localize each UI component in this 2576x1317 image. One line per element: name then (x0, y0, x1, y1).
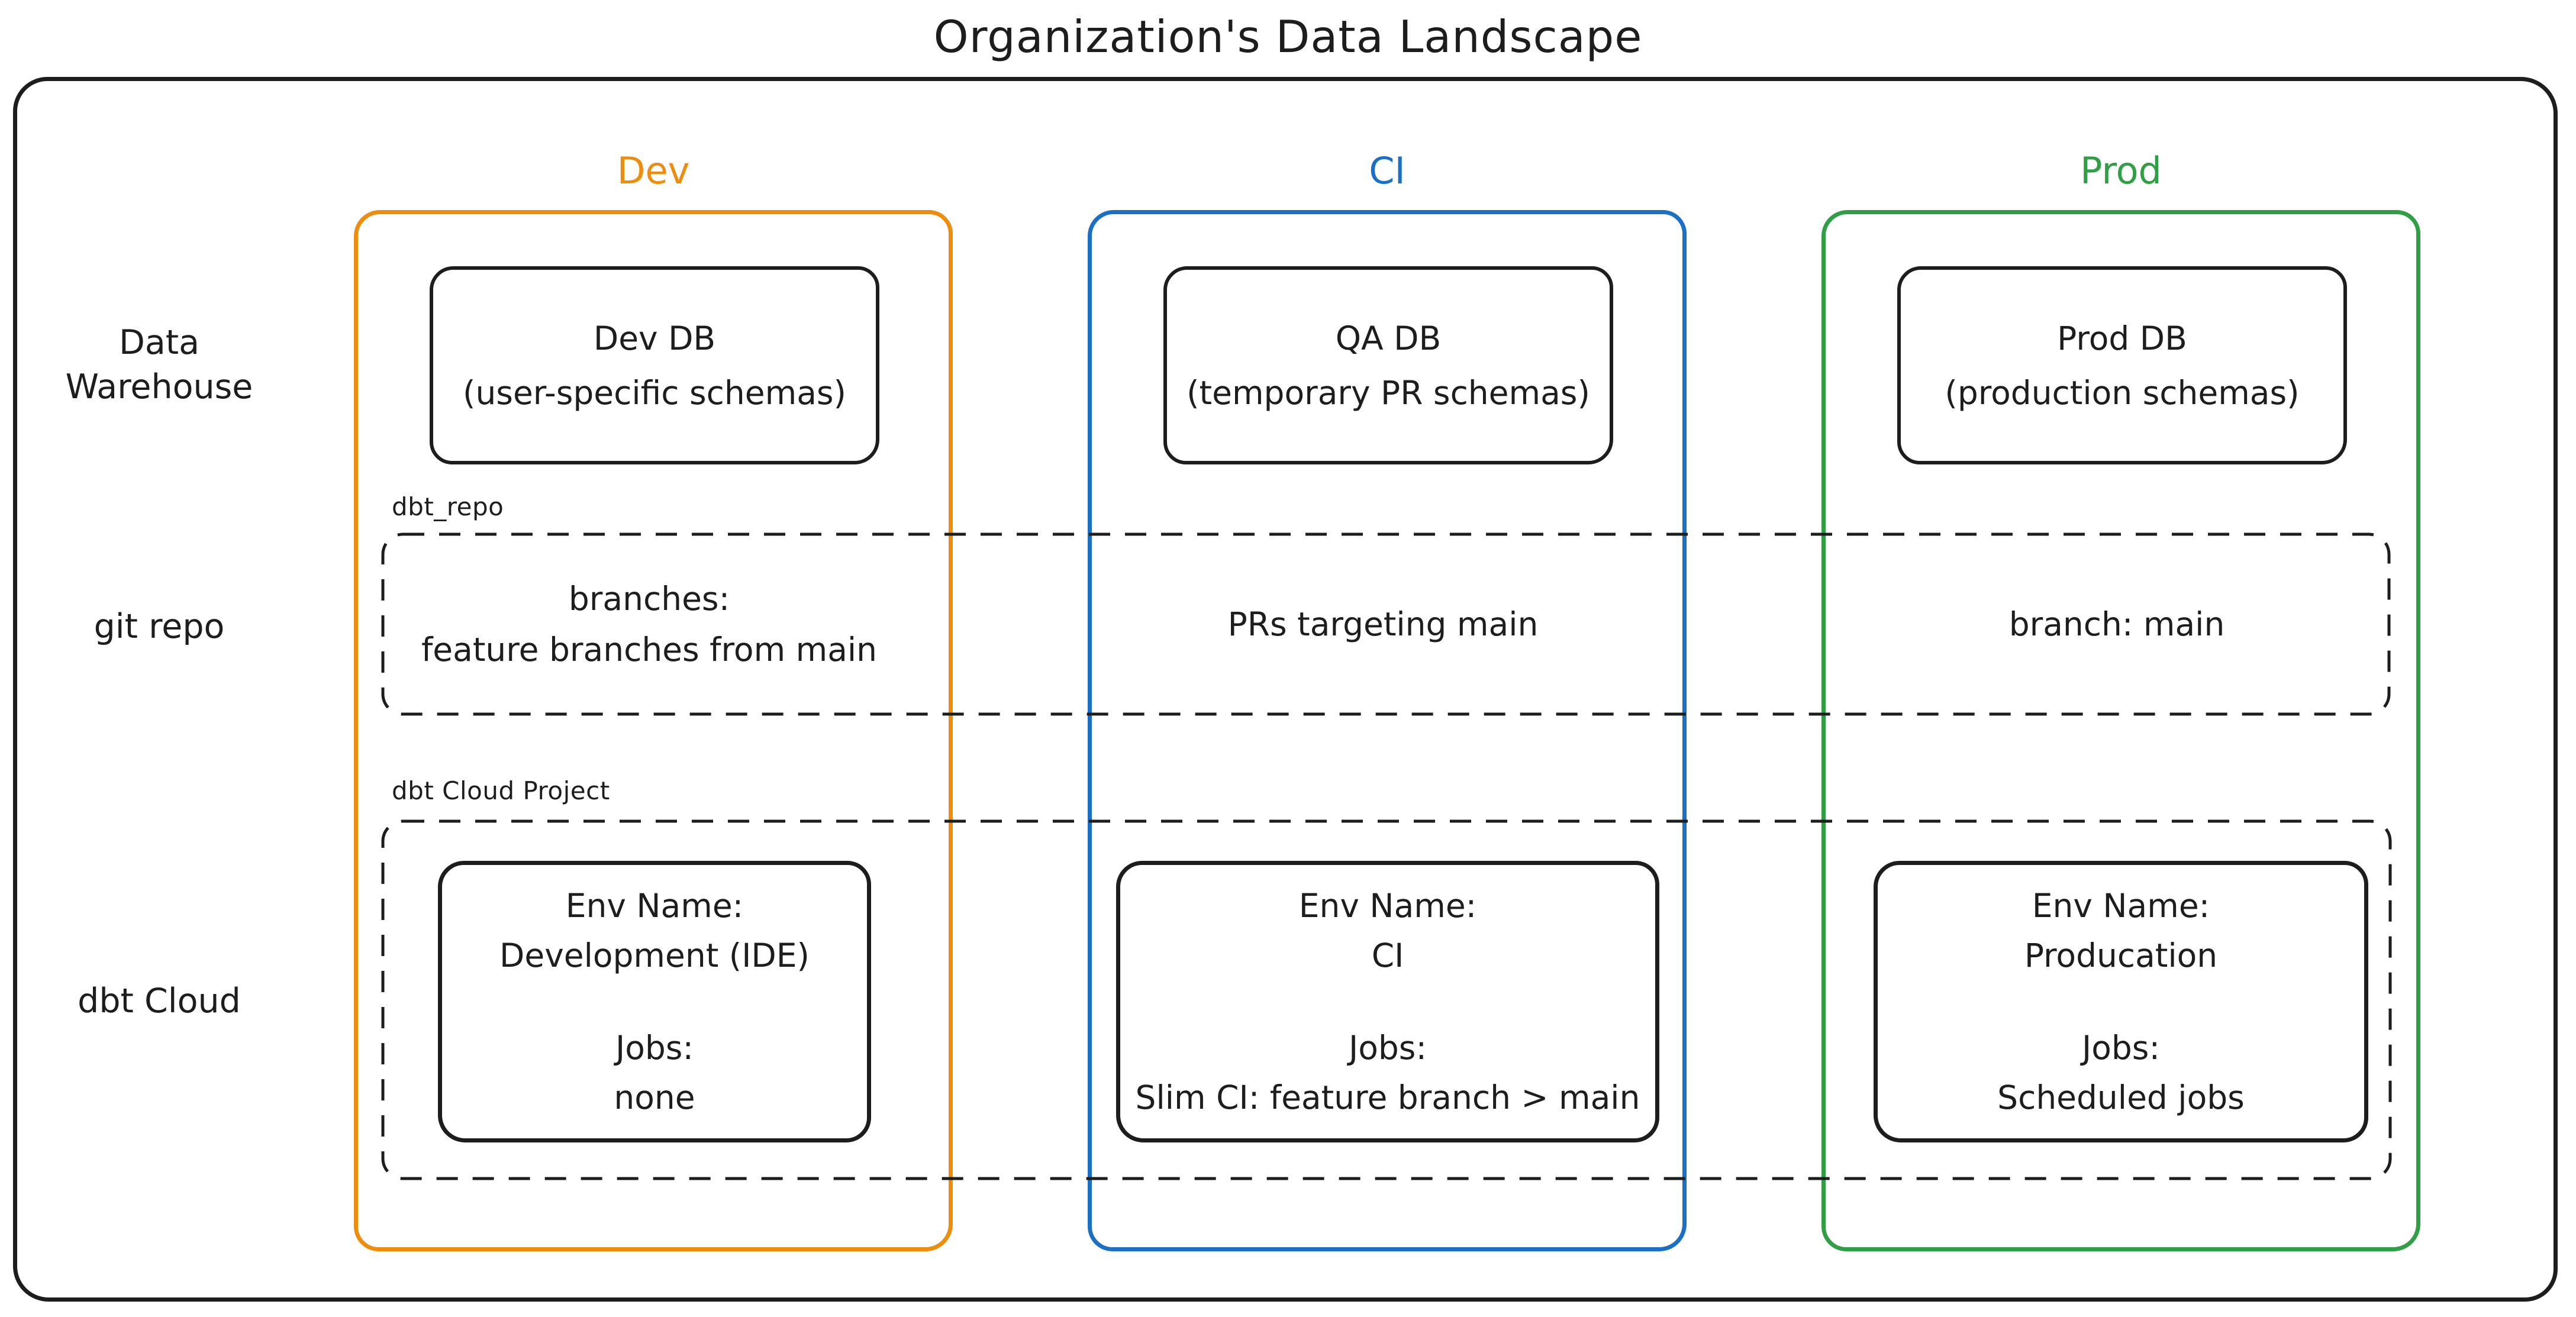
db-box-dev-name: Dev DB (593, 319, 716, 357)
env-box-prod-name-group: Env Name: Producation (2024, 887, 2217, 974)
env-box-dev-jobs-value: none (614, 1079, 695, 1116)
git-band-label: dbt_repo (392, 492, 504, 521)
env-box-dev-jobs-label: Jobs: (615, 1029, 694, 1067)
db-box-prod: Prod DB (production schemas) (1897, 266, 2347, 464)
column-box-dev (354, 210, 953, 1251)
diagram-title: Organization's Data Landscape (933, 11, 1643, 63)
git-cell-ci-line1: PRs targeting main (1227, 605, 1539, 643)
row-label-dbt-cloud: dbt Cloud (78, 982, 241, 1021)
env-box-dev-env-label: Env Name: (565, 887, 744, 925)
db-box-qa-subtitle: (temporary PR schemas) (1187, 373, 1590, 412)
row-label-git-repo: git repo (94, 607, 225, 646)
row-label-data-warehouse: Data Warehouse (26, 321, 292, 409)
env-box-dev: Env Name: Development (IDE) Jobs: none (438, 861, 871, 1142)
cloud-band-border (381, 819, 2392, 1180)
db-box-qa: QA DB (temporary PR schemas) (1163, 266, 1613, 464)
git-cell-dev-line1: branches: (568, 580, 730, 618)
env-box-ci: Env Name: CI Jobs: Slim CI: feature bran… (1116, 861, 1659, 1142)
env-box-prod: Env Name: Producation Jobs: Scheduled jo… (1874, 861, 2368, 1142)
env-box-dev-env-name: Development (IDE) (499, 937, 810, 974)
db-box-dev-subtitle: (user-specific schemas) (462, 373, 847, 412)
cloud-band-label: dbt Cloud Project (392, 776, 610, 805)
env-box-prod-jobs-value: Scheduled jobs (1997, 1079, 2245, 1116)
column-header-ci: CI (1369, 149, 1405, 192)
env-box-prod-env-name: Producation (2024, 937, 2218, 974)
column-box-prod (1821, 210, 2420, 1251)
db-box-qa-name: QA DB (1335, 319, 1442, 357)
env-box-dev-name-group: Env Name: Development (IDE) (499, 887, 810, 974)
env-box-ci-jobs-label: Jobs: (1349, 1029, 1427, 1067)
env-box-prod-jobs-label: Jobs: (2082, 1029, 2160, 1067)
git-cell-dev-line2: feature branches from main (421, 631, 878, 669)
db-box-dev: Dev DB (user-specific schemas) (430, 266, 879, 464)
env-box-ci-jobs-value: Slim CI: feature branch > main (1135, 1079, 1640, 1116)
outer-frame (13, 77, 2558, 1302)
git-band-border (381, 532, 2391, 716)
column-box-ci (1088, 210, 1687, 1251)
db-box-prod-name: Prod DB (2057, 319, 2187, 357)
column-header-prod: Prod (2080, 149, 2162, 192)
env-box-prod-jobs-group: Jobs: Scheduled jobs (1997, 1029, 2245, 1116)
git-cell-ci: PRs targeting main (1088, 532, 1678, 716)
git-cell-dev: branches: feature branches from main (354, 532, 944, 716)
column-header-dev: Dev (617, 149, 690, 192)
git-cell-prod: branch: main (1821, 532, 2412, 716)
git-cell-prod-line1: branch: main (2008, 605, 2225, 643)
env-box-ci-env-name: CI (1371, 937, 1404, 974)
env-box-ci-jobs-group: Jobs: Slim CI: feature branch > main (1136, 1029, 1640, 1116)
env-box-ci-name-group: Env Name: CI (1299, 887, 1476, 974)
db-box-prod-subtitle: (production schemas) (1945, 373, 2300, 412)
env-box-dev-jobs-group: Jobs: none (614, 1029, 695, 1116)
env-box-prod-env-label: Env Name: (2032, 887, 2210, 925)
row-label-data-warehouse-line2: Warehouse (65, 367, 253, 407)
env-box-ci-env-label: Env Name: (1298, 887, 1477, 925)
row-label-data-warehouse-line1: Data (118, 323, 200, 362)
